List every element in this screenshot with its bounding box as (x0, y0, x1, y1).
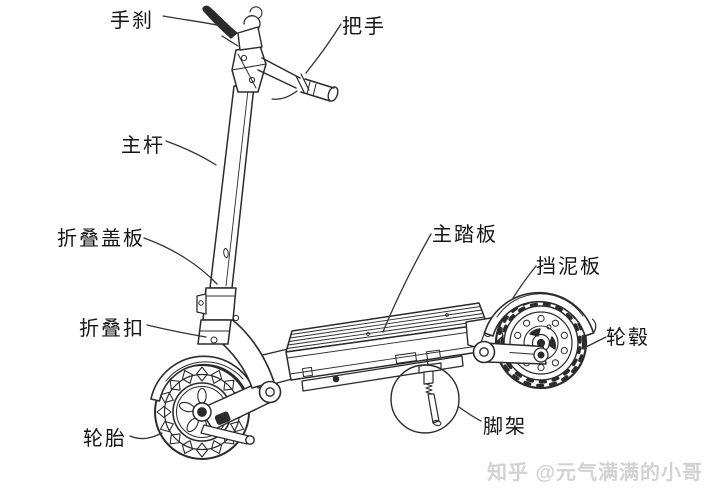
front-swing-arm (192, 380, 276, 445)
leader-main-pole (165, 140, 217, 166)
folding-mechanism (196, 287, 237, 345)
deck (285, 302, 504, 392)
leader-wheel-hub (581, 336, 607, 350)
main-pole-drawing (209, 85, 255, 289)
leader-folding-cover (143, 237, 218, 285)
label-wheel-hub: 轮毂 (606, 327, 650, 349)
leader-kickstand (458, 406, 482, 422)
watermark: 知乎 @元气满满的小哥 (487, 462, 704, 484)
label-folding-buckle: 折叠扣 (79, 318, 145, 340)
label-handlebar: 把手 (342, 16, 386, 38)
label-folding-cover: 折叠盖板 (57, 228, 145, 250)
handlebar-head (231, 45, 310, 93)
leader-main-deck (382, 233, 432, 333)
rear-swing-arm (472, 340, 549, 365)
leader-handlebar (305, 23, 342, 74)
label-mudguard: 挡泥板 (536, 256, 602, 278)
label-kickstand: 脚架 (483, 416, 527, 438)
rear-fender (479, 291, 597, 346)
leader-hand-brake (162, 15, 222, 27)
right-grip (271, 78, 339, 102)
leader-mudguard (512, 265, 537, 299)
label-tire: 轮胎 (83, 428, 127, 450)
leader-lines (129, 15, 607, 440)
kickstand-drawing (390, 359, 460, 434)
leader-tire (129, 432, 163, 440)
hand-brake-drawing (202, 5, 263, 51)
label-main-pole: 主杆 (121, 135, 165, 157)
leader-folding-buckle (146, 324, 207, 338)
label-main-deck: 主踏板 (432, 224, 498, 246)
label-hand-brake: 手刹 (110, 10, 154, 32)
magnifier-circle (390, 364, 460, 434)
